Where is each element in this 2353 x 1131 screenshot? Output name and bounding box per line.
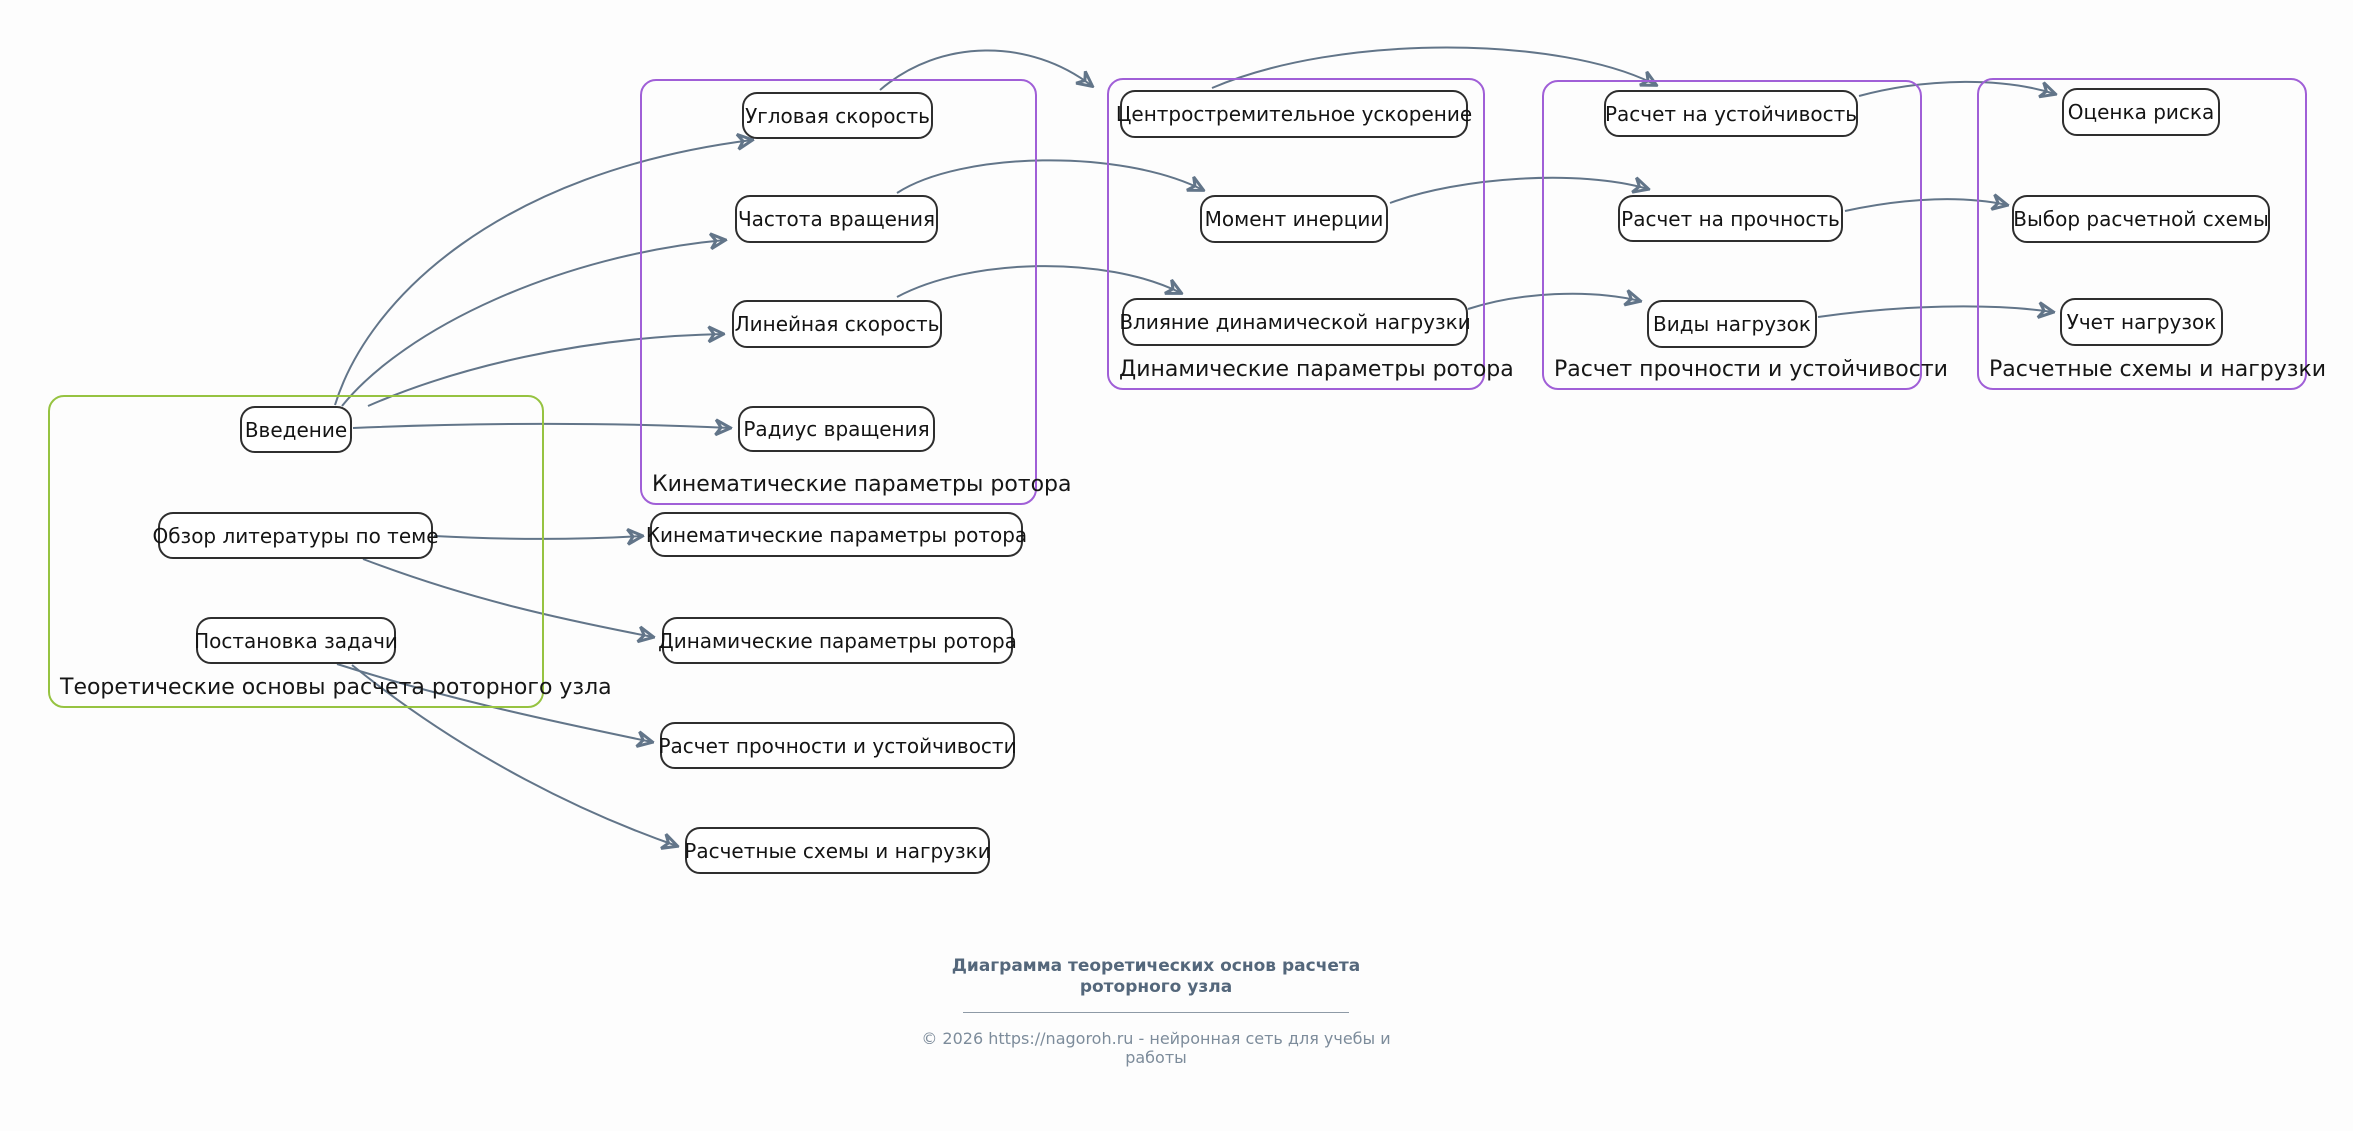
group-schemes-label: Расчетные схемы и нагрузки (1989, 357, 2327, 382)
node-dynamic-parameters-chapter: Динамические параметры ротора (658, 617, 1017, 664)
footer-title-line2: роторного узла (1079, 977, 1233, 997)
node-centripetal-acceleration: Центростремительное ускорение (1116, 90, 1472, 138)
node-scheme-selection: Выбор расчетной схемы (2012, 195, 2270, 243)
node-stability-calculation: Расчет на устойчивость (1604, 90, 1858, 137)
node-strength-stability-chapter: Расчет прочности и устойчивости (658, 722, 1017, 769)
footer-copyright: © 2026 https://nagoroh.ru - нейронная се… (921, 1029, 1391, 1067)
node-literature-review: Обзор литературы по теме (152, 512, 439, 559)
group-kinematics: Кинематические параметры ротора (640, 79, 1072, 505)
node-problem-statement: Постановка задачи (194, 617, 398, 664)
group-theory-label: Теоретические основы расчета роторного у… (60, 675, 612, 700)
node-risk-assessment: Оценка риска (2062, 88, 2220, 136)
group-strength-label: Расчет прочности и устойчивости (1554, 357, 1948, 382)
group-kinematics-label: Кинематические параметры ротора (652, 472, 1072, 497)
group-dynamics: Динамические параметры ротора (1107, 78, 1514, 390)
node-dynamic-load-influence: Влияние динамической нагрузки (1119, 298, 1471, 346)
node-kinematic-parameters-chapter: Кинематические параметры ротора (646, 512, 1027, 557)
node-load-types: Виды нагрузок (1647, 300, 1817, 348)
footer-title: Диаграмма теоретических основ расчета ро… (906, 956, 1406, 998)
node-rotation-radius: Радиус вращения (738, 406, 935, 452)
node-moment-of-inertia: Момент инерции (1200, 195, 1388, 243)
node-linear-speed: Линейная скорость (732, 300, 942, 348)
node-load-accounting: Учет нагрузок (2060, 298, 2223, 346)
group-dynamics-label: Динамические параметры ротора (1119, 357, 1514, 382)
footer-title-line1: Диаграмма теоретических основ расчета (951, 956, 1361, 976)
node-rotation-frequency: Частота вращения (735, 195, 938, 243)
node-strength-calculation: Расчет на прочность (1618, 195, 1843, 242)
group-strength: Расчет прочности и устойчивости (1542, 80, 1948, 390)
node-schemes-loads-chapter: Расчетные схемы и нагрузки (684, 827, 991, 874)
footer: Диаграмма теоретических основ расчета ро… (906, 956, 1406, 1067)
node-angular-speed: Угловая скорость (742, 92, 933, 139)
node-introduction: Введение (240, 406, 352, 453)
group-theory: Теоретические основы расчета роторного у… (48, 395, 612, 708)
group-schemes: Расчетные схемы и нагрузки (1977, 78, 2326, 390)
footer-divider (963, 1012, 1349, 1013)
